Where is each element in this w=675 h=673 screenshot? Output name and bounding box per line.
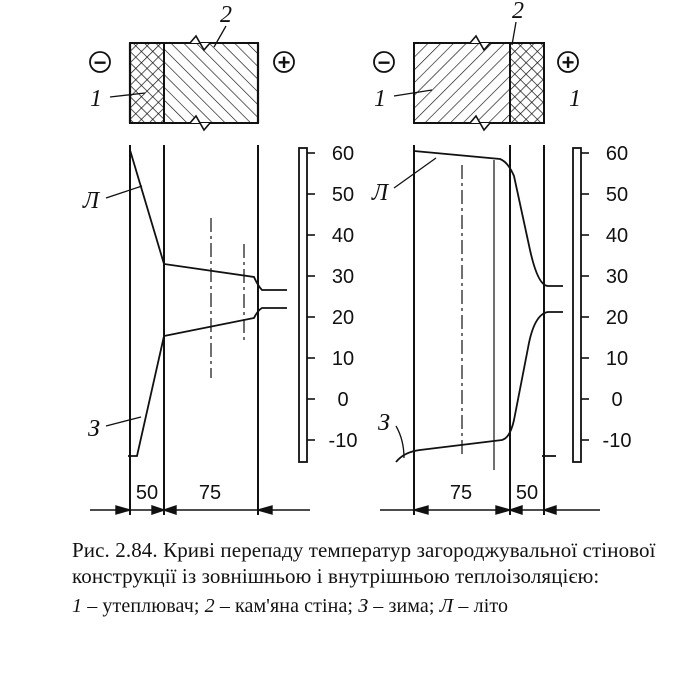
left-scale-ticks: 60 50 40 30 20 10 0 -10: [307, 143, 357, 452]
scale-tick-label-R-4: 20: [606, 307, 628, 329]
scale-tick-label-L-2: 40: [332, 225, 354, 247]
legend-text-summer: – літо: [453, 595, 509, 617]
right-plus-sign: +: [562, 50, 575, 75]
scale-tick-label-L-6: 0: [337, 389, 348, 411]
left-insulation-layer: [129, 42, 165, 124]
left-label-1: 1: [90, 86, 102, 112]
right-leader-2: [511, 21, 517, 46]
left-temperature-scale: 60 50 40 30 20 10 0 -10: [298, 143, 357, 463]
right-label-summer: Л: [371, 180, 390, 206]
scale-tick-label-L-4: 20: [332, 307, 354, 329]
left-winter-curve: [128, 307, 287, 457]
legend-text-winter: – зима;: [368, 595, 440, 617]
scale-tick-label-R-7: -10: [603, 430, 632, 452]
right-break-bottom: [469, 114, 491, 132]
figure-caption: Рис. 2.84. Криві перепаду температур заг…: [72, 537, 662, 619]
right-minus-circle: [373, 51, 395, 73]
left-break-top: [189, 34, 211, 52]
left-break-bottom: [189, 114, 211, 132]
left-dim-insulation: 50: [136, 482, 158, 504]
left-minus-circle: [89, 51, 111, 73]
scale-tick-label-R-3: 30: [606, 266, 628, 288]
scale-tick-label-R-5: 10: [606, 348, 628, 370]
scale-tick-label-L-0: 60: [332, 143, 354, 165]
scale-tick-label-L-7: -10: [329, 430, 358, 452]
legend-key-winter: З: [358, 595, 369, 617]
left-scale-bar: [298, 147, 308, 463]
right-label-winter: З: [378, 410, 390, 436]
left-plus-circle: [273, 51, 295, 73]
left-summer-curve: [129, 149, 287, 291]
right-label-1-left: 1: [374, 86, 386, 112]
left-masonry-layer: [163, 42, 259, 124]
right-labels: − + 2 1 1 Л З 75 50: [371, 0, 581, 504]
left-dimension-line: [90, 505, 310, 515]
scale-tick-label-R-2: 40: [606, 225, 628, 247]
caption-legend: 1 – утеплювач; 2 – кам'яна стіна; З – зи…: [72, 593, 662, 619]
legend-key-wall: 2: [204, 595, 215, 617]
right-dim-wall: 75: [450, 482, 472, 504]
left-leader-2: [213, 25, 227, 48]
scale-tick-label-R-0: 60: [606, 143, 628, 165]
right-insulation-layer: [509, 42, 545, 124]
left-label-2: 2: [220, 2, 232, 28]
right-scale-ticks: 60 50 40 30 20 10 0 -10: [581, 143, 631, 452]
right-minus-sign: −: [378, 50, 391, 75]
scale-tick-label-L-3: 30: [332, 266, 354, 288]
right-winter-curve: [395, 311, 563, 463]
left-labels: − + 2 1 Л З 50 75: [82, 2, 291, 504]
right-dim-insulation: 50: [516, 482, 538, 504]
right-dimension-line: [380, 505, 600, 515]
left-plus-sign: +: [278, 50, 291, 75]
right-scale-bar: [572, 147, 582, 463]
scale-tick-label-R-6: 0: [611, 389, 622, 411]
right-label-1-right: 1: [569, 86, 581, 112]
right-leader-summer: [393, 157, 437, 189]
left-label-summer: Л: [82, 188, 101, 214]
left-wall-section: [109, 25, 260, 132]
left-label-winter: З: [88, 416, 100, 442]
legend-key-summer: Л: [439, 595, 454, 617]
left-dim-wall: 75: [199, 482, 221, 504]
right-break-top: [469, 34, 491, 52]
left-leader-winter: [105, 416, 142, 427]
caption-title: Рис. 2.84. Криві перепаду температур заг…: [72, 538, 656, 588]
left-panel: [89, 25, 310, 515]
right-leader-winter: [395, 425, 405, 459]
right-wall-section: [393, 21, 545, 132]
right-temperature-scale: 60 50 40 30 20 10 0 -10: [572, 143, 631, 463]
left-minus-sign: −: [94, 50, 107, 75]
right-label-2: 2: [512, 0, 524, 24]
right-plus-circle: [557, 51, 579, 73]
left-leader-summer: [105, 185, 143, 199]
scale-tick-label-L-1: 50: [332, 184, 354, 206]
right-masonry-layer: [413, 42, 511, 124]
scale-tick-label-R-1: 50: [606, 184, 628, 206]
right-panel: [373, 21, 600, 515]
left-leader-1: [109, 92, 146, 98]
right-summer-curve: [413, 150, 563, 287]
legend-text-insulation: – утеплювач;: [82, 595, 205, 617]
right-leader-1: [393, 89, 433, 97]
legend-key-insulation: 1: [72, 595, 83, 617]
scale-tick-label-L-5: 10: [332, 348, 354, 370]
legend-text-wall: – кам'яна стіна;: [214, 595, 359, 617]
